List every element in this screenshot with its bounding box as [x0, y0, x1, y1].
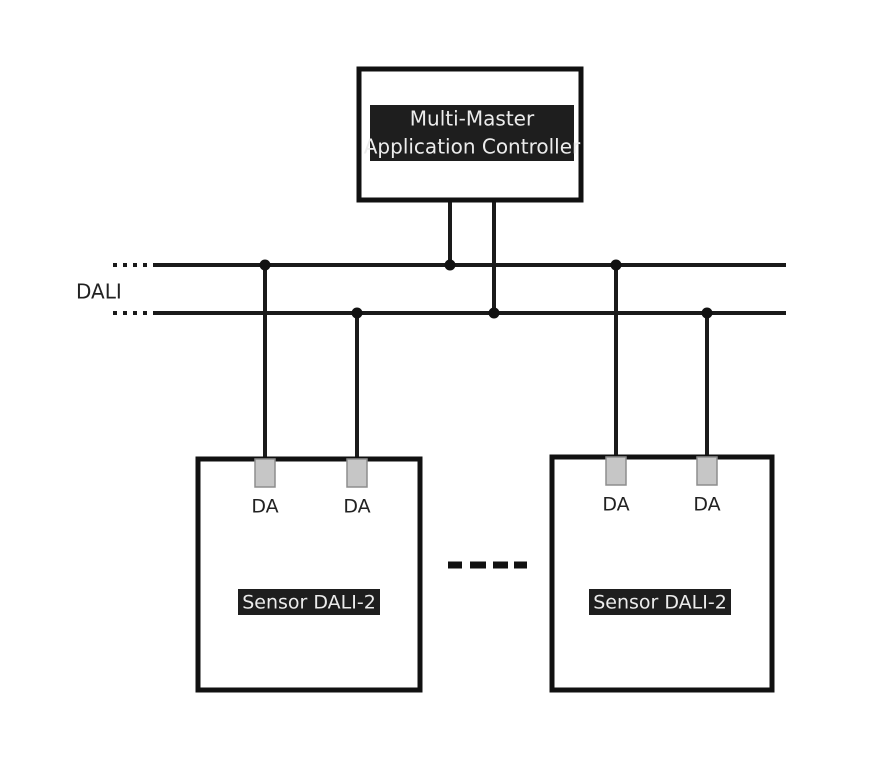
- terminal-da-left-1-label: DA: [251, 496, 278, 518]
- controller-label-plate: [370, 105, 574, 161]
- terminal-da-right-2[interactable]: [696, 456, 718, 486]
- controller-label-line2: Application Controller: [364, 135, 581, 159]
- terminal-da-left-2[interactable]: [346, 458, 368, 488]
- sensor-dali2-left[interactable]: DA DA Sensor DALI-2: [195, 456, 423, 693]
- junction-dot-controller-top: [444, 259, 456, 271]
- terminal-da-left-2-label: DA: [343, 496, 370, 518]
- sensor-dali2-left-label: Sensor DALI-2: [242, 592, 376, 614]
- terminal-da-right-1[interactable]: [605, 456, 627, 486]
- terminal-da-left-1[interactable]: [254, 458, 276, 488]
- junction-dot-sensor2-top: [610, 259, 622, 271]
- sensor-dali2-right-label: Sensor DALI-2: [593, 592, 727, 614]
- junction-dot-sensor1-top: [259, 259, 271, 271]
- dali-bus-group: DALI: [76, 263, 786, 315]
- multi-master-application-controller[interactable]: Multi-Master Application Controller: [356, 66, 584, 203]
- sensor-devices: DA DA Sensor DALI-2 DA DA Sensor DALI-2: [195, 454, 775, 693]
- sensor-drop-lines: [263, 265, 709, 463]
- sensor-dali2-left-label-plate: [238, 589, 380, 615]
- junction-dot-sensor1-bottom: [351, 307, 363, 319]
- junction-dot-controller-bottom: [488, 307, 500, 319]
- sensor-dali2-left-box: [195, 456, 423, 693]
- sensor-dali2-right[interactable]: DA DA Sensor DALI-2: [549, 454, 775, 693]
- sensor-dali2-right-box: [549, 454, 775, 693]
- terminal-da-right-1-label: DA: [602, 494, 629, 516]
- dali-bus-label: DALI: [76, 280, 122, 304]
- sensor-dali2-right-label-plate: [589, 589, 731, 615]
- junction-dot-sensor2-bottom: [701, 307, 713, 319]
- controller-label-line1: Multi-Master: [410, 107, 535, 131]
- controller-drop-lines: [448, 200, 496, 313]
- junction-dots: [259, 259, 713, 319]
- terminal-da-right-2-label: DA: [693, 494, 720, 516]
